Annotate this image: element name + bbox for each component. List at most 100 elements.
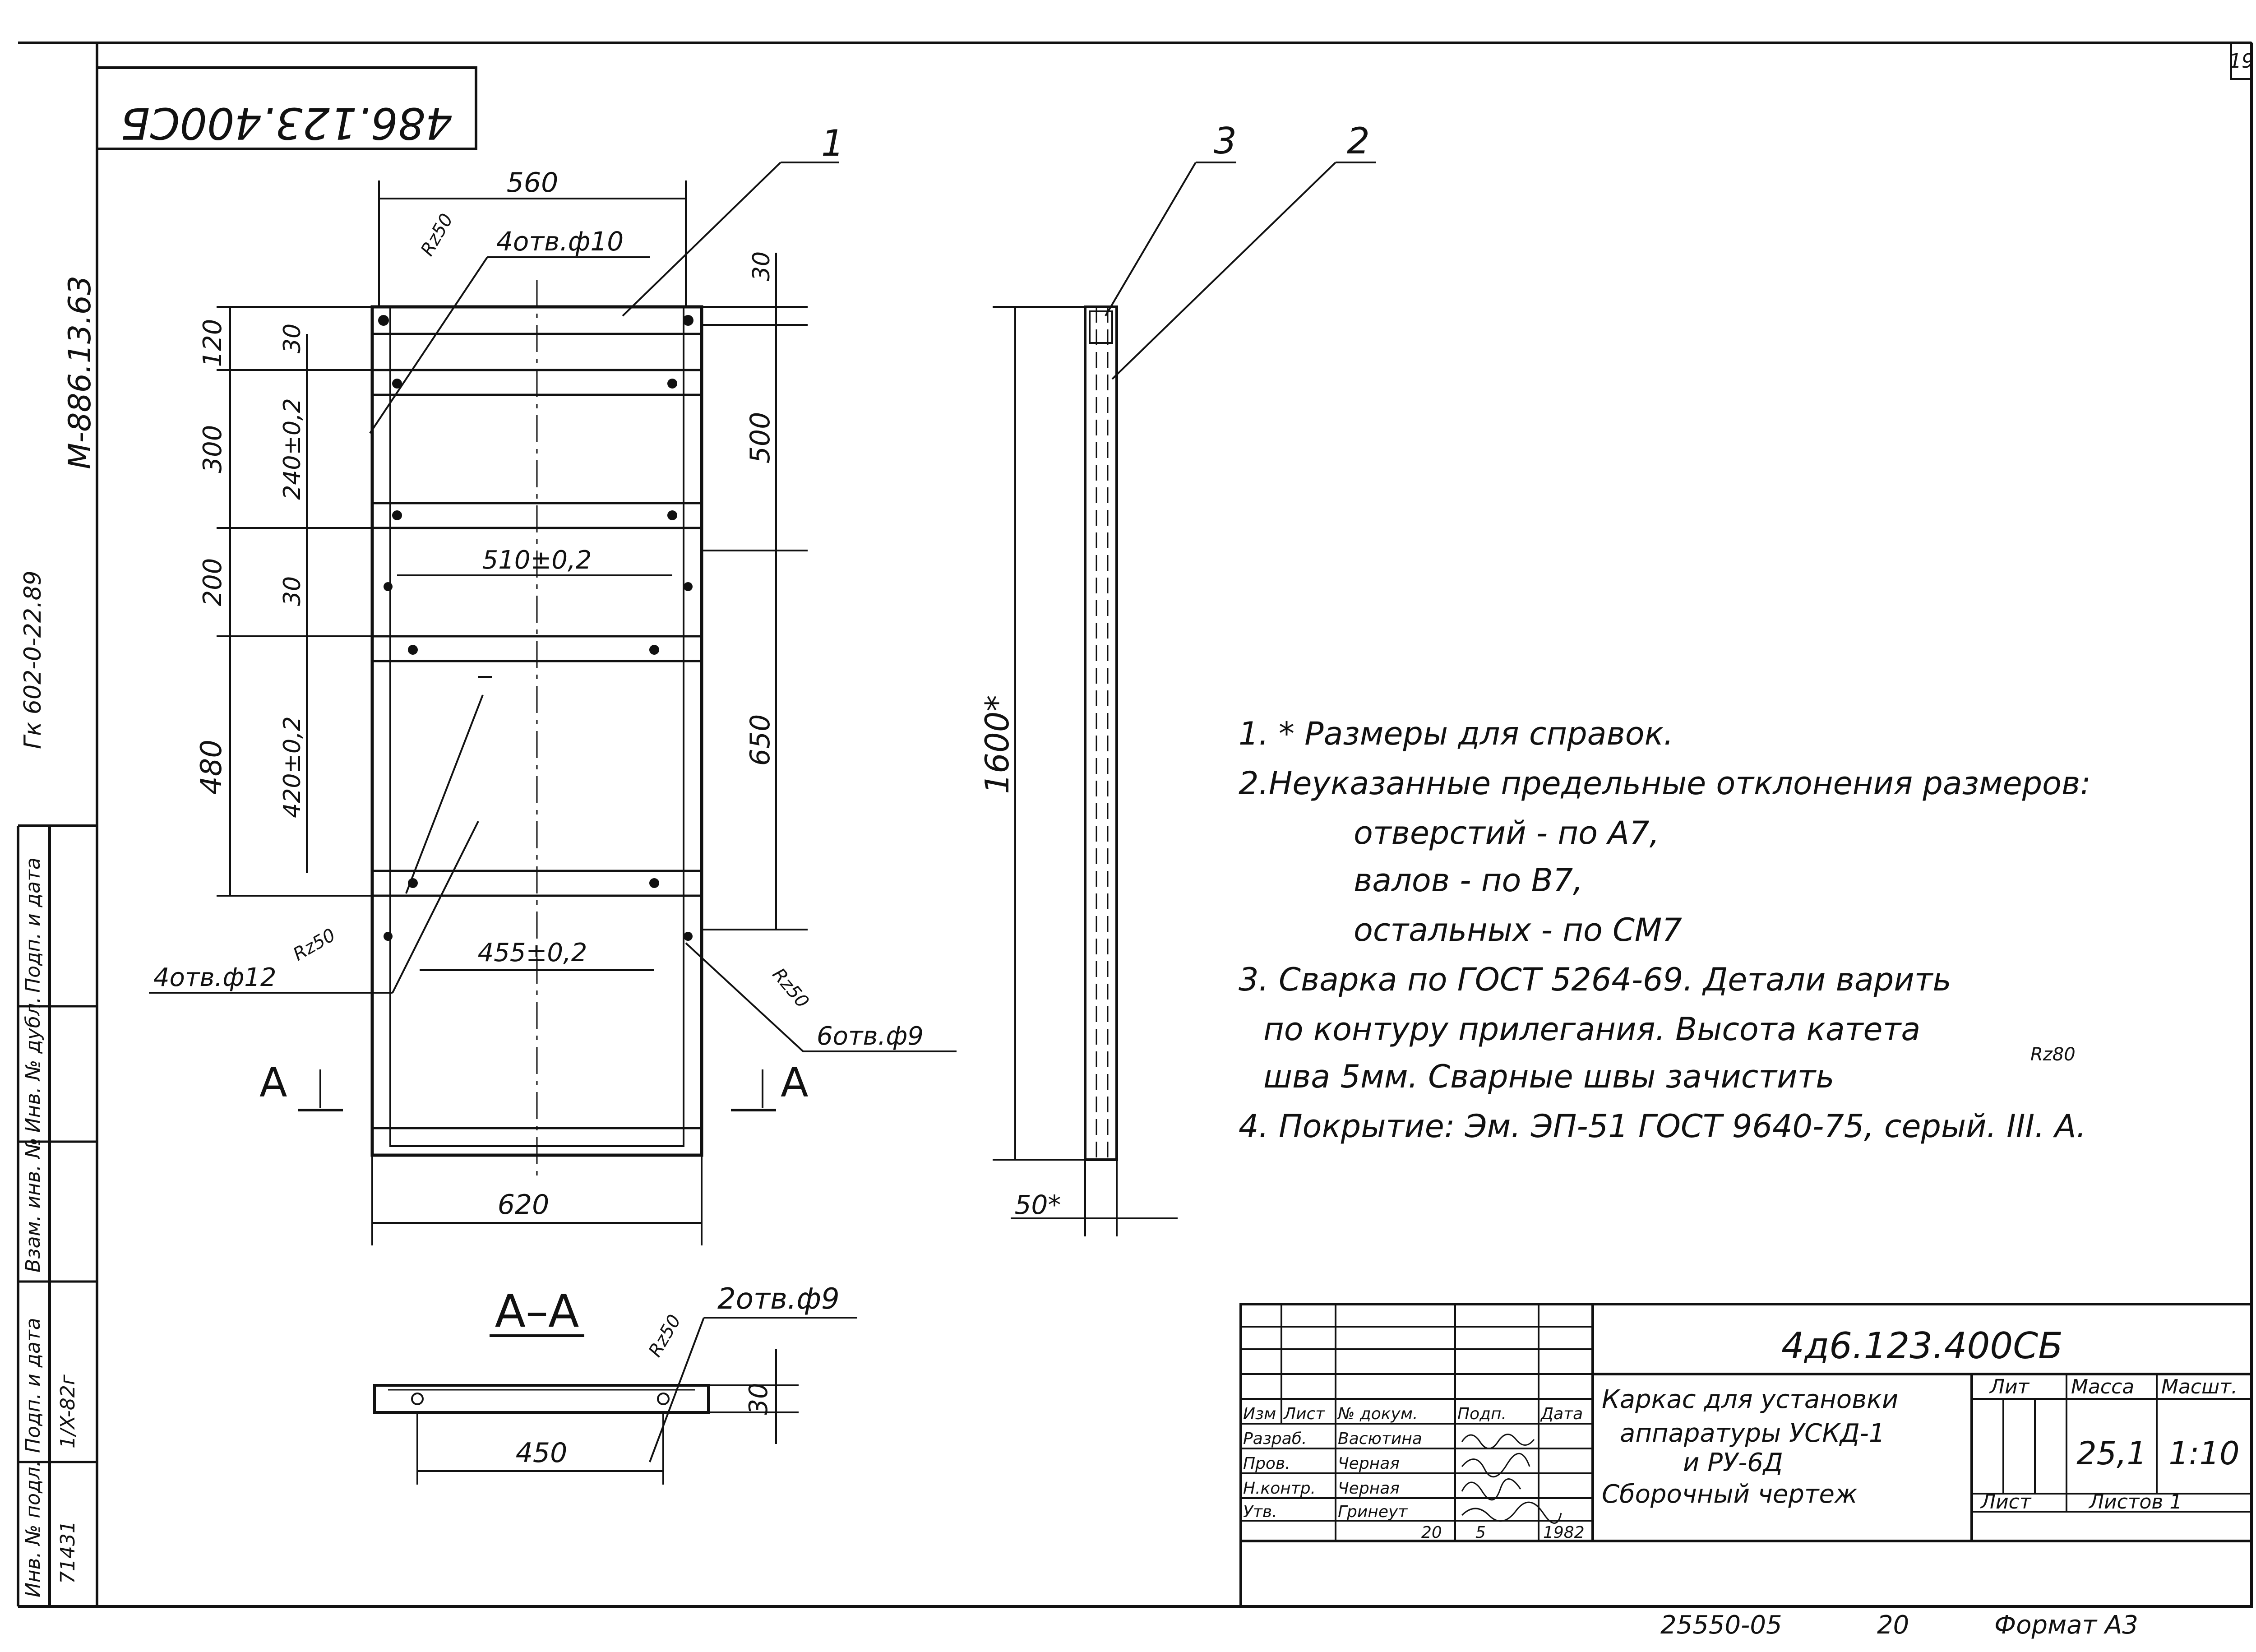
callout-2: 2: [1347, 120, 1370, 162]
technical-notes: 1. * Размеры для справок. 2.Неуказанные …: [1239, 715, 2091, 1145]
dup-inventory-label: Инв. № дубл.: [22, 997, 45, 1133]
footer: 25550-05 20 Формат А3: [1660, 1610, 2138, 1640]
note-3a: по контуру прилегания. Высота катета: [1263, 1011, 1920, 1048]
holes-mid-right: 6отв.ф9: [817, 1022, 924, 1051]
sheet-number-box: 19: [2229, 42, 2254, 80]
holes-top: 4отв.ф10: [496, 226, 624, 257]
note-2c: остальных - по СМ7: [1354, 912, 1682, 949]
name-2: Черная: [1338, 1454, 1400, 1473]
section-roughness: Rz50: [645, 1311, 685, 1360]
side-view: 3 2 1600* 50*: [978, 120, 1376, 1236]
right-dim-500: 500: [744, 412, 776, 464]
col-sheet: Лист: [1283, 1405, 1325, 1423]
note-3: 3. Сварка по ГОСТ 5264-69. Детали варить: [1239, 961, 1951, 998]
name-4: Гринеут: [1338, 1503, 1408, 1521]
inner-dim-30-b: 30: [279, 576, 306, 606]
side-dimension-lines: [993, 162, 1376, 1236]
roughness-top: Rz50: [417, 210, 458, 259]
dim-bottom-width: 620: [498, 1189, 550, 1221]
left-dim-120: 120: [198, 319, 227, 367]
role-3: Н.контр.: [1243, 1479, 1316, 1498]
date-day: 20: [1421, 1523, 1442, 1542]
sign-date-label-1: Подп. и дата: [22, 857, 45, 993]
note-3b: шва 5мм. Сварные швы зачистить: [1263, 1058, 1835, 1095]
inner-dim-240: 240±0,2: [279, 398, 306, 500]
name-3: Черная: [1338, 1479, 1400, 1498]
right-dim-650: 650: [744, 714, 776, 766]
name-line-1: Каркас для установки: [1602, 1385, 1898, 1414]
side-width: 50*: [1015, 1189, 1061, 1220]
section-dimension-lines: [416, 1317, 857, 1485]
corner-stamp: 486.123.400СБ: [96, 66, 477, 150]
inner-dim-30-a: 30: [279, 324, 306, 353]
section-mark-left: А: [259, 1059, 343, 1111]
svg-text:А: А: [259, 1059, 287, 1106]
name-line-3: и РУ-6Д: [1683, 1448, 1783, 1477]
section-mark-right: А: [731, 1059, 809, 1111]
note-2: 2.Неуказанные предельные отклонения разм…: [1239, 765, 2091, 802]
sign-date-label-2: Подп. и дата: [22, 1318, 45, 1453]
note-4: 4. Покрытие: Эм. ЭП-51 ГОСТ 9640-75, сер…: [1239, 1108, 2086, 1145]
left-dim-200: 200: [198, 558, 227, 606]
weld-roughness: Rz80: [2030, 1044, 2076, 1065]
front-leaders: [149, 162, 957, 1052]
section-width: 450: [516, 1437, 568, 1469]
col-change: Изм: [1243, 1405, 1276, 1423]
copy-number: 20: [1877, 1610, 1909, 1640]
archive-number: М-886.13.63: [62, 276, 98, 469]
section-height: 30: [744, 1383, 773, 1415]
frame-holes: [378, 315, 693, 941]
col-sign: Подп.: [1457, 1405, 1507, 1423]
sheet-number: 19: [2229, 50, 2254, 73]
section-holes: 2отв.ф9: [717, 1282, 840, 1316]
front-view: 1 560 620 4отв.ф10 4отв.ф12 6отв.ф9 Rz50…: [149, 122, 957, 1245]
col-doc: № докум.: [1337, 1405, 1418, 1423]
inner-width-510: 510±0,2: [482, 546, 592, 575]
side-height: 1600*: [978, 695, 1016, 794]
col-date: Дата: [1540, 1405, 1583, 1423]
name-line-2: аппаратуры УСКД-1: [1620, 1419, 1885, 1448]
corner-stamp-text: 486.123.400СБ: [120, 98, 453, 148]
copy-code: 25550-05: [1660, 1610, 1782, 1640]
role-1: Разраб.: [1243, 1430, 1307, 1448]
format-label: Формат А3: [1994, 1610, 2138, 1640]
name-line-4: Сборочный чертеж: [1602, 1480, 1857, 1509]
front-dimension-lines: [217, 180, 808, 1245]
right-dim-30: 30: [748, 251, 775, 281]
section-profile: [373, 1384, 710, 1414]
note-1: 1. * Размеры для справок.: [1239, 715, 1674, 752]
side-profile: [1084, 305, 1118, 1161]
role-4: Утв.: [1243, 1503, 1277, 1521]
date-year: 1982: [1543, 1523, 1585, 1542]
replace-inventory-label: Взам. инв. №: [22, 1138, 45, 1273]
dim-top-width: 560: [507, 167, 559, 199]
left-dim-480: 480: [195, 740, 228, 795]
role-2: Пров.: [1243, 1454, 1290, 1473]
note-2a: отверстий - по А7,: [1354, 814, 1660, 851]
stamp-inventory-number: 71431: [56, 1521, 79, 1584]
inner-dim-420: 420±0,2: [279, 716, 306, 818]
roughness-mid-left: Rz50: [290, 925, 339, 965]
note-2b: валов - по В7,: [1354, 862, 1583, 899]
callout-1: 1: [821, 122, 844, 164]
left-stamp-labels: Подп. и дата Инв. № дубл. Взам. инв. № П…: [22, 857, 79, 1597]
title-block: 4д6.123.400СБ Каркас для установки аппар…: [1239, 1303, 2253, 1608]
section-title: А–А: [495, 1285, 579, 1337]
stamp-date: 1/X-82г: [56, 1374, 79, 1448]
date-month: 5: [1475, 1523, 1486, 1542]
lit-label: Лит: [1989, 1375, 2030, 1398]
inner-width-455: 455±0,2: [478, 938, 587, 967]
section-view: А–А 2отв.ф9 Rz50 450 30: [373, 1282, 857, 1485]
left-dim-300: 300: [198, 425, 227, 473]
signatures: [1461, 1434, 1562, 1524]
svg-text:А: А: [781, 1059, 809, 1106]
inventory-note: Гк 602-0-22.89: [19, 570, 46, 749]
callout-3: 3: [1214, 120, 1237, 162]
scale-value: 1:10: [2168, 1435, 2239, 1472]
name-1: Васютина: [1338, 1430, 1422, 1448]
roughness-mid-right: Rz50: [768, 964, 813, 1012]
doc-code: 4д6.123.400СБ: [1781, 1325, 2063, 1367]
holes-mid-left: 4отв.ф12: [153, 963, 276, 992]
scale-label: Масшт.: [2161, 1375, 2238, 1398]
